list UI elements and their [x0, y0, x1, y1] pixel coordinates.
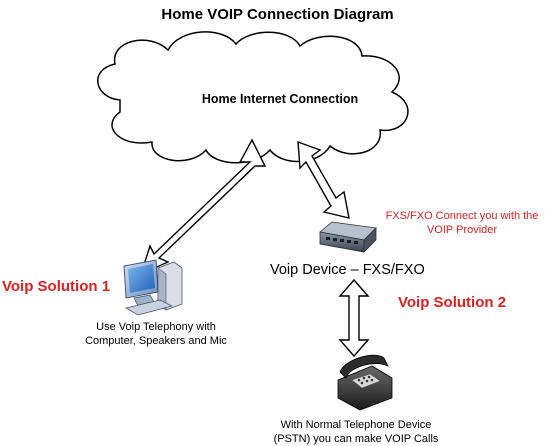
solution-2-caption: With Normal Telephone Device (PSTN) you … [256, 418, 456, 446]
fxs-fxo-note-line-2: VOIP Provider [426, 224, 498, 236]
internet-connection-label: Home Internet Connection [201, 92, 359, 106]
fxs-fxo-note: FXS/FXO Connect you with the VOIP Provid… [372, 209, 552, 237]
voip-device-label: Voip Device – FXS/FXO [270, 262, 425, 278]
arrow-device-telephone [338, 278, 370, 358]
solution-1-caption-line-2: Computer, Speakers and Mic [85, 335, 227, 347]
arrow-internet-device [297, 140, 350, 219]
solution-2-caption-line-1: With Normal Telephone Device [280, 419, 432, 431]
computer-icon [123, 259, 183, 316]
diagram-title: Home VOIP Connection Diagram [161, 6, 394, 23]
fxs-fxo-note-line-1: FXS/FXO Connect you with the [385, 210, 539, 222]
telephone-icon [337, 354, 393, 411]
solution-1-label: Voip Solution 1 [2, 278, 111, 295]
arrow-internet-computer [139, 138, 267, 276]
solution-2-label: Voip Solution 2 [398, 294, 507, 311]
solution-1-caption: Use Voip Telephony with Computer, Speake… [66, 320, 246, 348]
cloud-icon [97, 31, 409, 164]
voip-device-icon [319, 221, 377, 253]
solution-2-caption-line-2: (PSTN) you can make VOIP Calls [273, 433, 439, 445]
solution-1-caption-line-1: Use Voip Telephony with [96, 321, 216, 333]
